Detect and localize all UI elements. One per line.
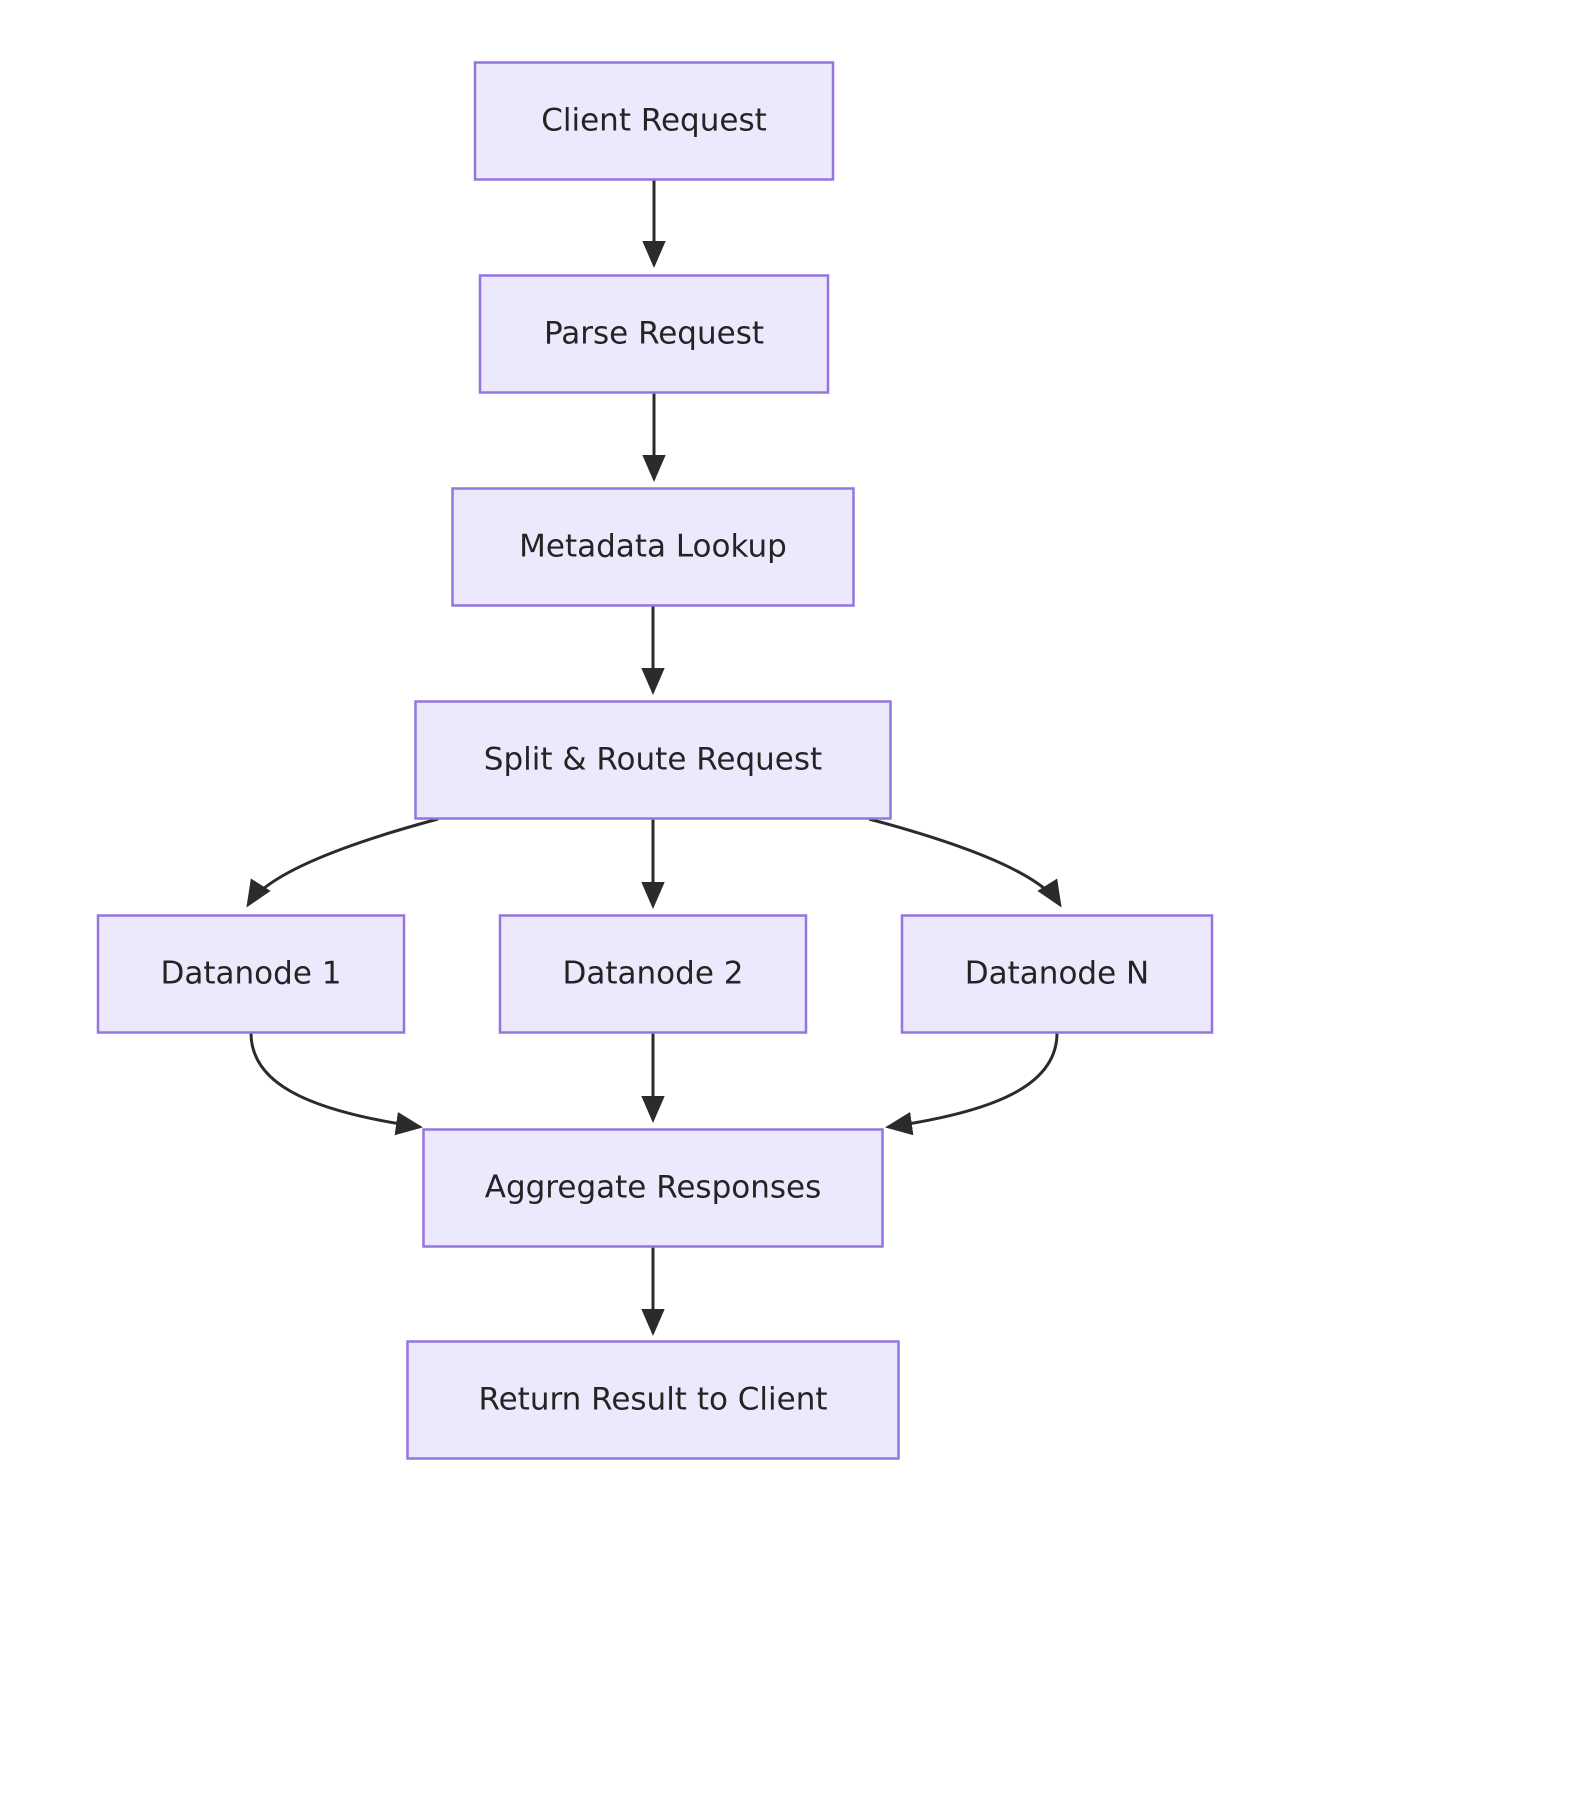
node-metadata-lookup[interactable]: Metadata Lookup: [451, 487, 855, 607]
edge-datanode-1-to-aggregate: [249, 1032, 423, 1136]
node-aggregate-responses[interactable]: Aggregate Responses: [422, 1128, 884, 1248]
node-aggregate-responses-box[interactable]: [422, 1128, 884, 1248]
edge-datanode-n-to-aggregate: [885, 1032, 1059, 1136]
node-split-route-request-box[interactable]: [414, 700, 892, 820]
node-datanode-n[interactable]: Datanode N: [900, 914, 1214, 1034]
node-return-result-to-client-box[interactable]: [406, 1340, 900, 1460]
node-layer: Client Request Parse Request Metadata Lo…: [96, 61, 1214, 1460]
edge-layer: [246, 180, 1062, 1336]
node-client-request[interactable]: Client Request: [473, 61, 835, 181]
node-datanode-1-box[interactable]: [96, 914, 406, 1034]
node-metadata-lookup-box[interactable]: [451, 487, 855, 607]
node-datanode-2[interactable]: Datanode 2: [498, 914, 808, 1034]
node-parse-request[interactable]: Parse Request: [478, 274, 830, 394]
node-client-request-box[interactable]: [473, 61, 835, 181]
node-parse-request-box[interactable]: [478, 274, 830, 394]
node-datanode-n-box[interactable]: [900, 914, 1214, 1034]
edge-split-route-to-datanode-n: [868, 817, 1062, 908]
node-datanode-2-box[interactable]: [498, 914, 808, 1034]
node-return-result-to-client[interactable]: Return Result to Client: [406, 1340, 900, 1460]
edge-split-route-to-datanode-1: [246, 817, 439, 908]
node-split-route-request[interactable]: Split & Route Request: [414, 700, 892, 820]
node-datanode-1[interactable]: Datanode 1: [96, 914, 406, 1034]
